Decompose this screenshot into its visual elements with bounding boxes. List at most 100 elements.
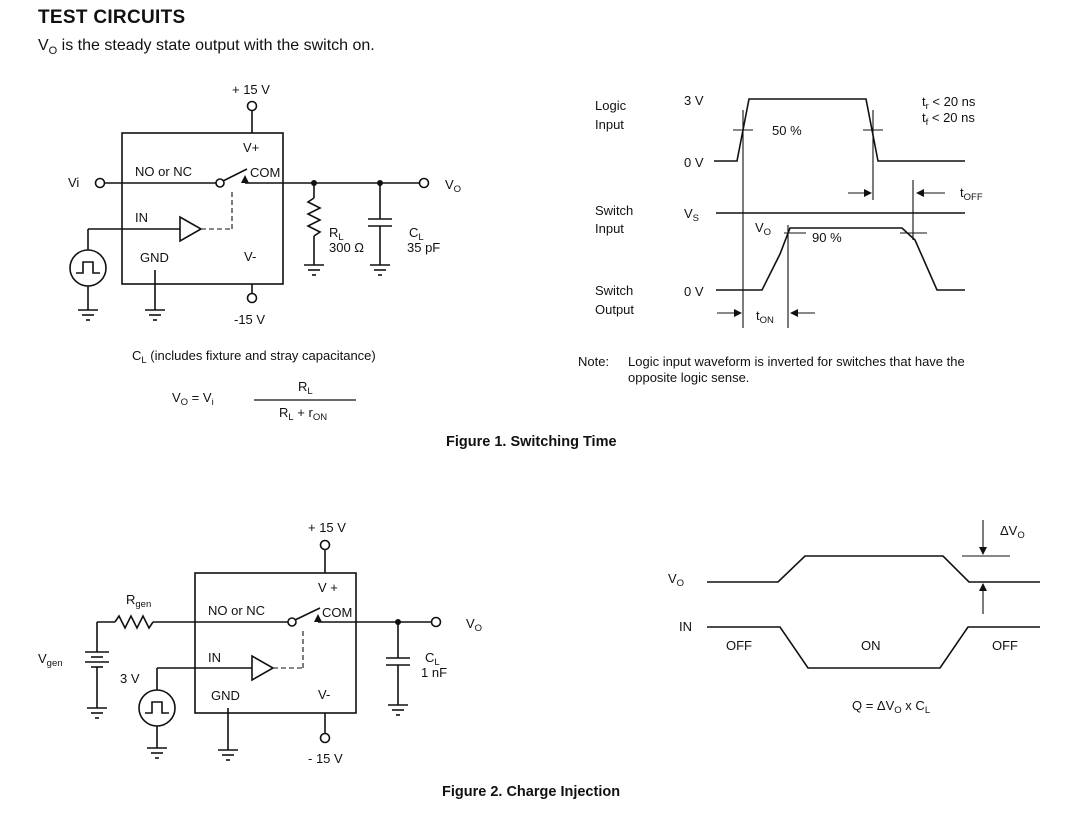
fig1-switch-contact: [215, 178, 225, 188]
fig1-eq-numerator: RL: [298, 379, 313, 397]
fig1-timing-diagram: Logic Input Switch Input Switch Output 3…: [595, 93, 983, 328]
pct90-label: 90 %: [812, 230, 842, 245]
fig1-in-label: IN: [135, 210, 148, 225]
fig2-switch-label: NO or NC: [208, 603, 265, 618]
tr-label: tr < 20 ns: [922, 94, 976, 112]
fig1-rl-label: RL: [329, 225, 344, 243]
fig1-gnd-ground-icon: [145, 309, 165, 321]
fig2-vo-timing-label: VO: [668, 571, 684, 589]
vo-timing-label: VO: [755, 220, 771, 238]
fig2-rgen-label: Rgen: [126, 592, 151, 610]
fig1-vi-terminal: [94, 177, 106, 189]
fig2-vgen-label: Vgen: [38, 651, 63, 669]
logic-input-label-2: Input: [595, 117, 624, 132]
fig2-buffer-icon: [251, 654, 275, 682]
intro-text: VO is the steady state output with the s…: [38, 37, 375, 58]
logic-input-label-1: Logic: [595, 98, 627, 113]
fig2-com-label: COM: [322, 605, 352, 620]
pct50-label: 50 %: [772, 123, 802, 138]
fig1-vo-terminal: [418, 177, 430, 189]
fig2-rgen-resistor-icon: [114, 614, 154, 630]
fig2-cl-capacitor-icon: [386, 657, 410, 666]
fig1-plus-supply-label: + 15 V: [232, 82, 270, 97]
fig2-switch-ic-box: [194, 572, 357, 714]
fig2-gnd-label: GND: [211, 688, 240, 703]
fig2-timing-diagram: VO IN OFF ON OFF ΔVO Q = ΔVO x CL: [668, 520, 1040, 716]
switch-input-label-1: Switch: [595, 203, 633, 218]
fig2-circuit: + 15 V V + - 15 V V- NO or NC Rgen COM V…: [38, 520, 482, 766]
switch-output-label-2: Output: [595, 302, 634, 317]
logic-0v-label: 0 V: [684, 155, 704, 170]
fig1-cl-capacitor-icon: [368, 218, 392, 227]
fig1-gnd-label: GND: [140, 250, 169, 265]
fig2-3v-label: 3 V: [120, 671, 140, 686]
fig1-rl-ground-icon: [304, 264, 324, 276]
fig1-rl-resistor-icon: [306, 197, 322, 237]
fig2-switch-contact: [287, 617, 297, 627]
fig1-circuit: + 15 V V+ -15 V V- Vi NO or NC COM IN GN…: [68, 82, 461, 327]
logic-3v-label: 3 V: [684, 93, 704, 108]
fig2-cl-label: CL: [425, 650, 440, 668]
fig1-cl-label: CL: [409, 225, 424, 243]
fig1-equation: VO = Vi RL RL + rON: [172, 379, 356, 423]
toff-label: tOFF: [960, 185, 983, 203]
charge-equation: Q = ΔVO x CL: [852, 698, 930, 716]
fig1-switch-label: NO or NC: [135, 164, 192, 179]
switch-output-label-1: Switch: [595, 283, 633, 298]
fig2-plus-terminal: [319, 539, 331, 551]
fig2-vgen-battery-icon: [85, 651, 109, 668]
switch-input-label-2: Input: [595, 221, 624, 236]
fig2-plus-supply-label: + 15 V: [308, 520, 346, 535]
fig1-com-label: COM: [250, 165, 280, 180]
fig2-gnd-ground-icon: [218, 749, 238, 761]
fig1-note-label: Note:: [578, 354, 609, 369]
fig2-vplus-label: V +: [318, 580, 338, 595]
fig2-vminus-label: V-: [318, 687, 330, 702]
fig2-vgen-ground-icon: [87, 707, 107, 719]
fig2-cl-ground-icon: [388, 704, 408, 716]
fig2-cl-value: 1 nF: [421, 665, 447, 680]
fig2-vo-waveform: [707, 555, 1040, 583]
fig1-eq-denominator: RL + rON: [279, 405, 327, 423]
fig2-off-label-1: OFF: [726, 638, 752, 653]
fig1-rl-value: 300 Ω: [329, 240, 364, 255]
fig2-caption: Figure 2. Charge Injection: [442, 784, 620, 800]
fig2-minus-supply-label: - 15 V: [308, 751, 343, 766]
fig1-note-line-1: Logic input waveform is inverted for swi…: [628, 354, 965, 369]
fig1-note-line-2: opposite logic sense.: [628, 370, 749, 385]
fig2-off-label-2: OFF: [992, 638, 1018, 653]
fig2-in-waveform: [707, 626, 1040, 669]
ton-label: tON: [756, 308, 774, 326]
fig1-eq-lhs: VO = Vi: [172, 390, 214, 408]
fig1-cl-ground-icon: [370, 264, 390, 276]
fig2-on-label: ON: [861, 638, 881, 653]
logic-input-waveform: [714, 98, 965, 162]
fig2-switch-blade: [294, 607, 321, 621]
fig2-in-timing-label: IN: [679, 619, 692, 634]
fig2-vo-label: VO: [466, 616, 482, 634]
fig1-minus-terminal: [246, 292, 258, 304]
fig1-caption: Figure 1. Switching Time: [446, 434, 617, 450]
fig1-plus-terminal: [246, 100, 258, 112]
fig1-cl-note: CL (includes fixture and stray capacitan…: [132, 348, 376, 366]
fig1-vplus-label: V+: [243, 140, 259, 155]
fig1-pulse-source-icon: [69, 249, 107, 287]
delta-vo-label: ΔVO: [1000, 523, 1025, 541]
fig1-vi-label: Vi: [68, 175, 79, 190]
switch-output-waveform: [716, 227, 965, 291]
fig2-minus-terminal: [319, 732, 331, 744]
fig1-vminus-label: V-: [244, 249, 256, 264]
vs-label: VS: [684, 206, 699, 224]
fig1-switch-blade: [222, 168, 248, 182]
fig2-vo-terminal: [430, 616, 442, 628]
output-0v-label: 0 V: [684, 284, 704, 299]
fig1-vo-label: VO: [445, 177, 461, 195]
section-title: TEST CIRCUITS: [38, 7, 186, 28]
fig1-minus-supply-label: -15 V: [234, 312, 265, 327]
fig1-switch-ic-box: [121, 132, 284, 285]
fig2-pulse-source-icon: [138, 689, 176, 727]
fig1-cl-value: 35 pF: [407, 240, 440, 255]
fig2-in-label: IN: [208, 650, 221, 665]
fig2-pulse-ground-icon: [147, 747, 167, 759]
